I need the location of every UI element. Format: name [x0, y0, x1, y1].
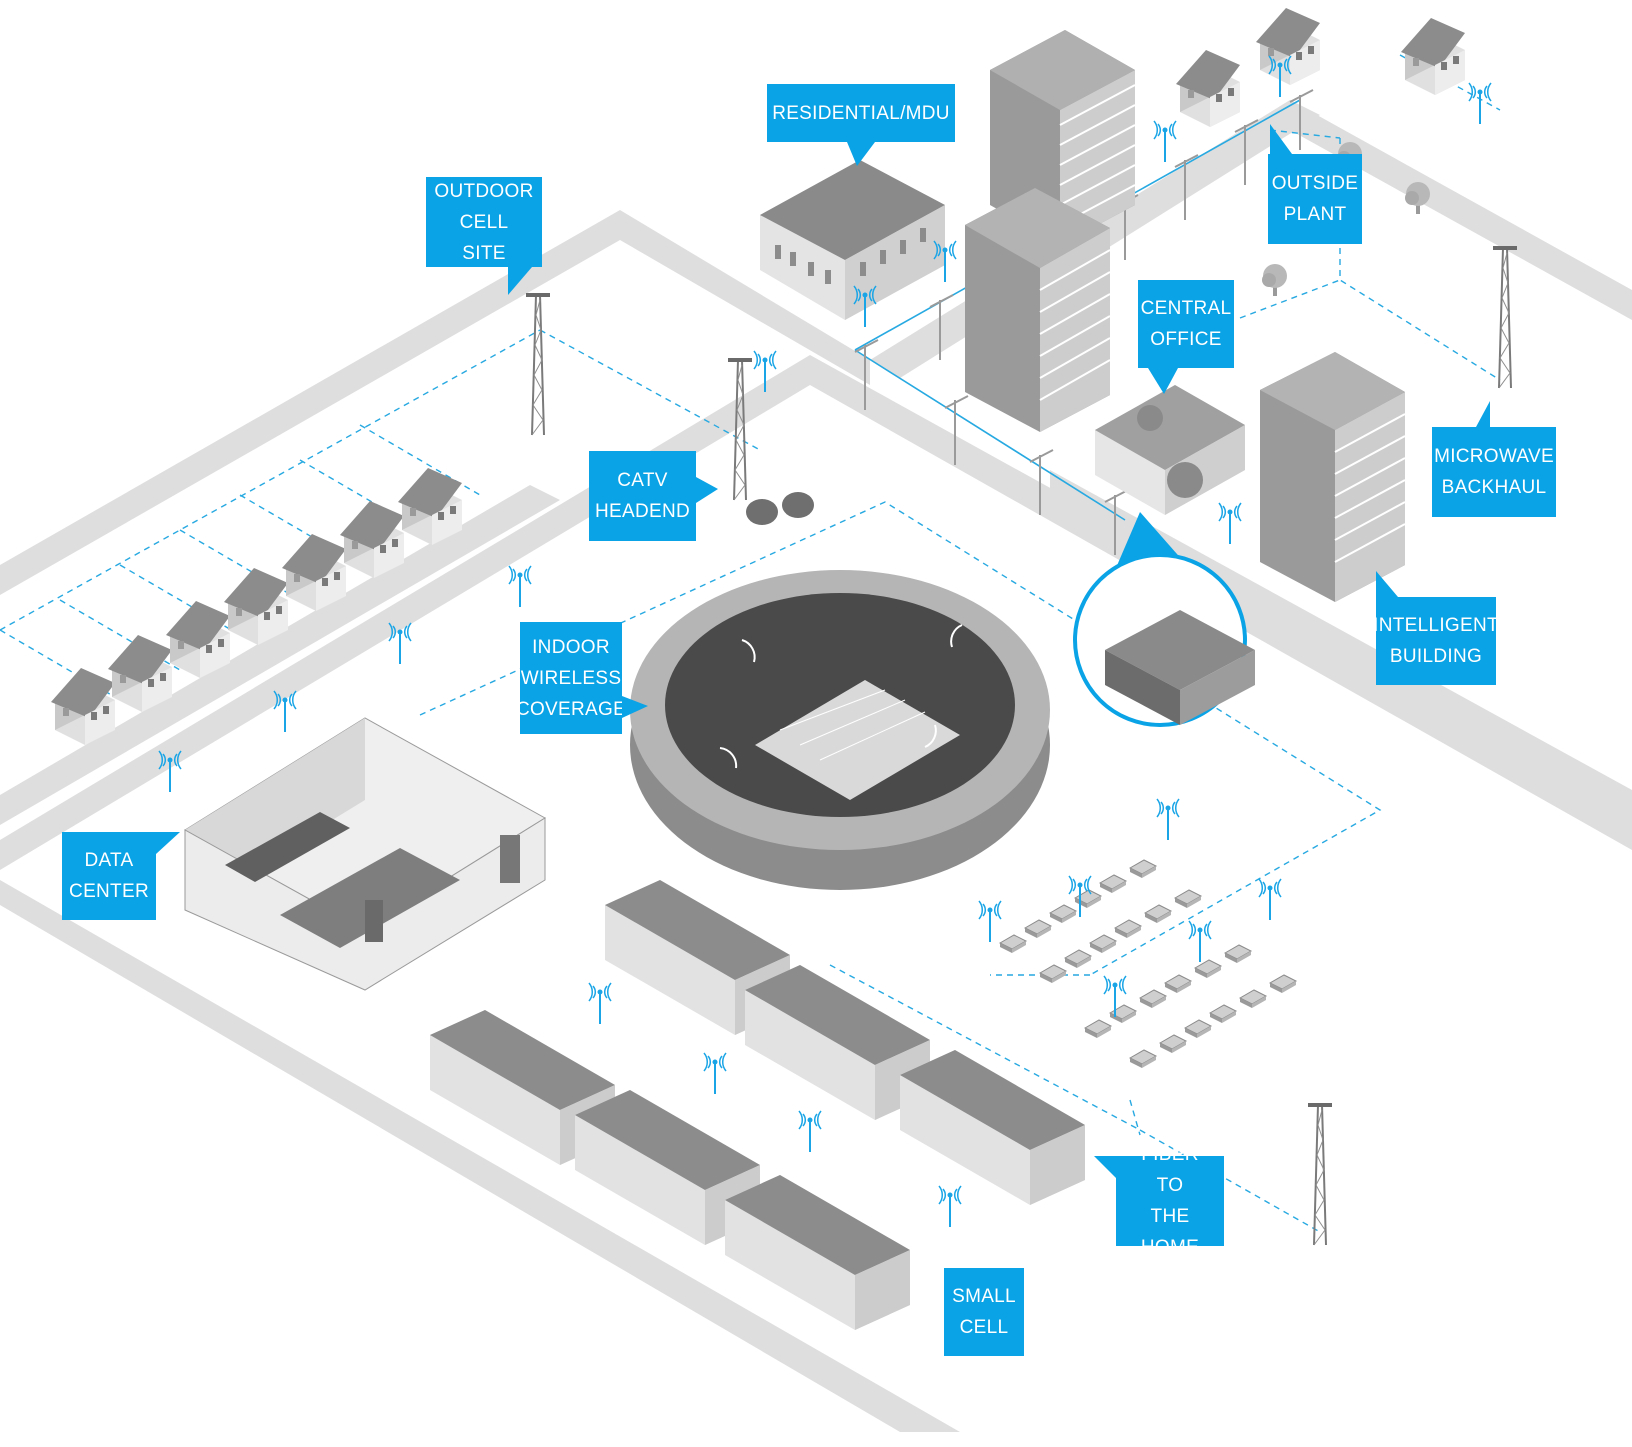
residential-mdu-building [760, 160, 945, 320]
callout-line: RESIDENTIAL/MDU [772, 102, 950, 124]
callout-line: MICROWAVE [1434, 446, 1554, 467]
callout-intelligent-building: INTELLIGENT BUILDING [1373, 571, 1499, 685]
stadium [630, 570, 1050, 890]
callout-line: PLANT [1283, 204, 1347, 225]
data-center-room [184, 717, 546, 991]
callout-line: CENTRAL [1140, 298, 1232, 319]
callout-outside-plant: OUTSIDE PLANT [1268, 124, 1362, 244]
callout-line: CATV [617, 470, 668, 491]
callout-line: INTELLIGENT [1373, 615, 1499, 636]
callout-central-office: CENTRAL OFFICE [1138, 280, 1234, 394]
callout-line: WIRELESS [520, 667, 622, 689]
intelligent-building [1260, 352, 1406, 602]
callout-small-cell: SMALL CELL [944, 1268, 1024, 1356]
outdoor-cell-site-tower [525, 292, 551, 436]
callout-line: BUILDING [1389, 646, 1483, 667]
small-tower [1307, 1102, 1333, 1246]
callout-line: HEADEND [595, 501, 691, 522]
microwave-tower [1492, 245, 1518, 389]
office-tower-1 [990, 30, 1136, 245]
callout-data-center: DATA CENTER [62, 832, 180, 920]
callout-line: CELL [959, 1317, 1009, 1338]
callout-line: OUTDOOR [434, 180, 534, 202]
house-cluster-top [1176, 8, 1465, 127]
callout-residential-mdu: RESIDENTIAL/MDU [767, 84, 955, 166]
townhouse-blocks [430, 880, 1085, 1330]
callout-line: OFFICE [1150, 329, 1222, 350]
intelligent-building-zoom-circle [1073, 512, 1255, 727]
callout-line: INDOOR [532, 636, 610, 658]
central-office-building [1095, 385, 1245, 515]
callout-line: CENTER [69, 881, 149, 902]
callout-line: DATA [84, 850, 134, 871]
callout-line: FIBER TO [1141, 1144, 1199, 1196]
callout-outdoor-cell-site: OUTDOOR CELL SITE [426, 177, 542, 295]
callout-line: OUTSIDE [1271, 173, 1359, 194]
callout-line: THE HOME [1140, 1206, 1200, 1258]
callout-indoor-wireless-coverage: INDOOR WIRELESS COVERAGE [516, 622, 648, 734]
office-tower-2 [965, 188, 1111, 432]
callout-line: COVERAGE [515, 698, 627, 720]
callout-line: CELL SITE [459, 211, 509, 264]
callout-line: SMALL [952, 1286, 1016, 1307]
callout-microwave-backhaul: MICROWAVE BACKHAUL [1432, 401, 1556, 517]
parking-lot-cars [999, 859, 1297, 1069]
satellite-dishes [746, 492, 814, 525]
callout-catv-headend: CATV HEADEND [589, 451, 718, 541]
callout-fiber-to-the-home: FIBER TO THE HOME [1094, 1144, 1224, 1258]
callout-line: BACKHAUL [1441, 477, 1547, 498]
